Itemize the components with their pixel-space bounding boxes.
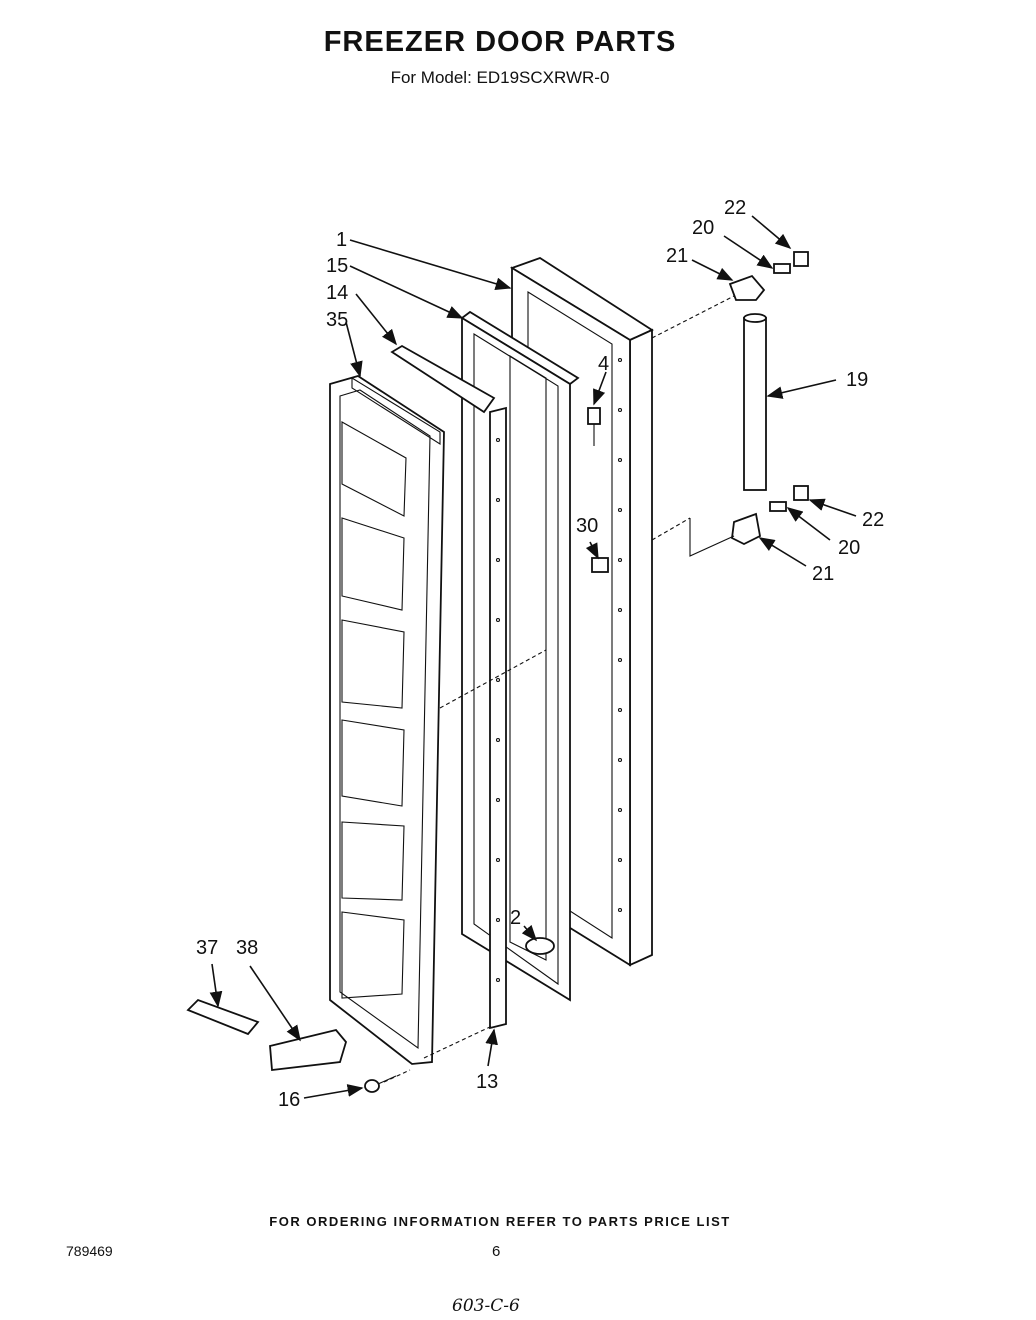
- upper-hinge: [728, 251, 809, 301]
- model-subtitle: For Model: ED19SCXRWR-0: [390, 68, 610, 87]
- callout-20-bottom: 20: [838, 537, 860, 559]
- callout-13: 13: [476, 1071, 498, 1093]
- inner-door-liner: [329, 375, 445, 1065]
- callout-16: 16: [278, 1089, 300, 1111]
- callout-20-top: 20: [692, 217, 714, 239]
- breaker-strip: [489, 406, 507, 1030]
- handle-insert-37: [186, 998, 260, 1036]
- callout-38: 38: [236, 937, 258, 959]
- door-gasket: [460, 310, 580, 1002]
- callout-35: 35: [326, 309, 348, 331]
- callout-21-top: 21: [666, 245, 688, 267]
- callout-19: 19: [846, 369, 868, 391]
- callout-30: 30: [576, 515, 598, 537]
- clip-part-30: [591, 557, 609, 573]
- door-handle-38: [269, 1028, 348, 1072]
- callout-1: 1: [336, 229, 347, 251]
- handwritten-note: 603-C-6: [452, 1296, 520, 1316]
- callout-37: 37: [196, 937, 218, 959]
- document-number: 789469: [66, 1243, 113, 1259]
- screw-part-16: [364, 1075, 397, 1093]
- plug-part-2: [525, 937, 555, 955]
- callout-22-bottom: 22: [862, 509, 884, 531]
- hinge-pin: [743, 313, 767, 491]
- callout-22-top: 22: [724, 197, 746, 219]
- leader-lines: [209, 215, 857, 1099]
- alignment-lines: [383, 295, 735, 1083]
- lower-hinge: [731, 485, 809, 546]
- callout-4: 4: [598, 353, 609, 375]
- callout-15: 15: [326, 255, 348, 277]
- page-number: 6: [492, 1243, 501, 1260]
- ordering-info-note: FOR ORDERING INFORMATION REFER TO PARTS …: [269, 1214, 731, 1229]
- door-shelf-bins: [341, 421, 407, 999]
- callout-2: 2: [510, 907, 521, 929]
- screw-part-4: [587, 407, 601, 446]
- callout-21-bottom: 21: [812, 563, 834, 585]
- page-title: FREEZER DOOR PARTS: [323, 26, 677, 58]
- trim-strip: [390, 344, 496, 414]
- callout-14: 14: [326, 282, 348, 304]
